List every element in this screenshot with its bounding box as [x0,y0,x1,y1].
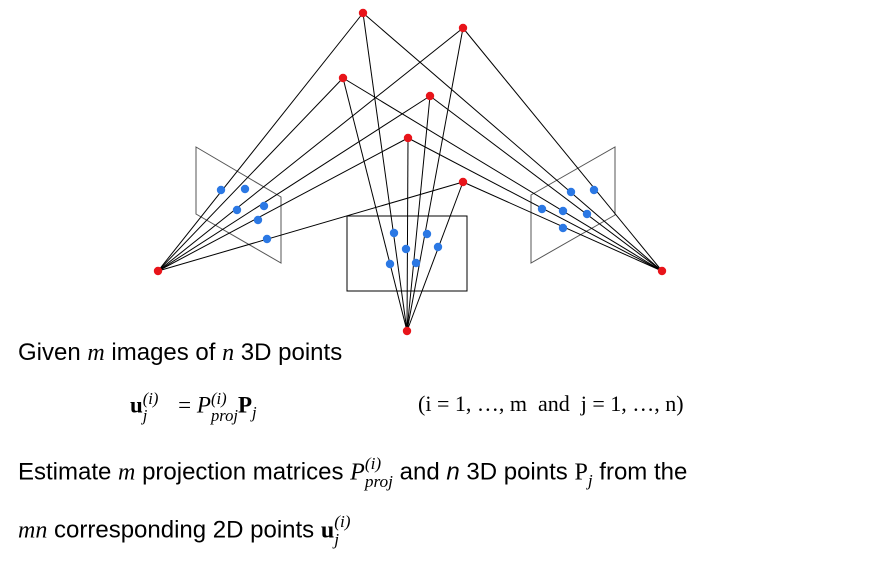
ray-0-3 [157,95,431,272]
var-n: n [222,340,235,366]
corr-u: u [320,517,335,544]
corresponding-line: mn corresponding 2D points u(i)j [18,512,351,550]
ray-1-2 [342,77,408,332]
estimate-Pj-sub: j [587,470,593,490]
image-point-11 [411,258,421,268]
world-point-5 [458,177,468,187]
projection-rays [157,12,663,332]
image-point-4 [253,215,263,225]
ray-2-1 [462,27,663,272]
image-point-2 [232,205,242,215]
ray-2-0 [362,12,663,272]
world-point-1 [458,23,468,33]
eq-P: P [196,392,211,418]
eq-Pbold-sub: j [252,403,257,423]
ray-0-1 [157,27,464,272]
world-point-0 [358,8,368,18]
index-range: (i = 1, …, m and j = 1, …, n) [418,391,684,416]
image-point-14 [537,204,547,214]
world-point-2 [338,73,348,83]
world-points [338,8,468,187]
estimate-mid: projection matrices [142,458,344,486]
var-m-2: m [118,459,136,486]
image-point-10 [385,259,395,269]
image-point-3 [259,201,269,211]
estimate-P: P [350,459,365,486]
image-point-15 [558,206,568,216]
ray-1-4 [406,137,409,332]
estimate-P-sup: (i) [364,454,382,473]
image-point-8 [401,244,411,254]
eq-u: u [130,392,143,418]
world-point-3 [425,91,435,101]
eq-P-sup: (i) [210,389,227,408]
ray-1-5 [406,181,464,332]
ray-2-3 [429,95,663,272]
ray-2-4 [407,137,663,272]
var-n-2: n [446,458,460,486]
ray-0-0 [157,12,364,272]
estimate-suffix: from the [599,458,688,486]
given-mid: images of [111,339,216,366]
left-image-plane [195,146,282,264]
ray-0-2 [157,77,344,272]
ray-1-0 [362,12,408,332]
camera-center-0 [153,266,163,276]
world-point-4 [403,133,413,143]
camera-center-2 [657,266,667,276]
estimate-P-sub: proj [364,472,393,492]
eq-equals: = [178,392,192,418]
estimate-mid2: 3D points [466,458,568,486]
image-points [216,184,599,269]
image-point-16 [582,209,592,219]
image-point-1 [240,184,250,194]
estimate-and: and [399,458,440,486]
eq-Pbold: P [237,392,253,418]
image-point-13 [589,185,599,195]
given-line: Given m images of n 3D points [18,339,343,366]
eq-u-sup: (i) [142,389,159,408]
given-prefix: Given [18,339,81,366]
ray-0-5 [157,181,464,272]
eq-P-sub: proj [210,406,238,426]
camera-centers [153,266,667,336]
ray-1-1 [406,27,464,332]
image-point-9 [433,242,443,252]
corr-u-sup: (i) [334,512,351,531]
right-image-plane [530,146,616,264]
ray-1-3 [406,95,431,332]
image-point-5 [262,234,272,244]
image-point-7 [422,229,432,239]
corr-u-sub: j [334,530,340,550]
image-point-0 [216,185,226,195]
ray-0-4 [157,137,409,272]
var-mn: mn [18,517,48,544]
camera-center-1 [402,326,412,336]
image-point-17 [558,223,568,233]
ray-2-2 [342,77,663,272]
eq-u-sub: j [142,406,148,426]
image-point-6 [389,228,399,238]
estimate-prefix: Estimate [18,458,112,486]
multi-view-diagram [153,8,667,336]
estimate-line: Estimate m projection matrices P(i)proj … [18,454,688,492]
estimate-Pj: P [574,459,588,486]
given-suffix: 3D points [240,339,343,366]
corresponding-mid: corresponding 2D points [54,516,315,544]
image-point-12 [566,187,576,197]
var-m: m [87,340,105,366]
